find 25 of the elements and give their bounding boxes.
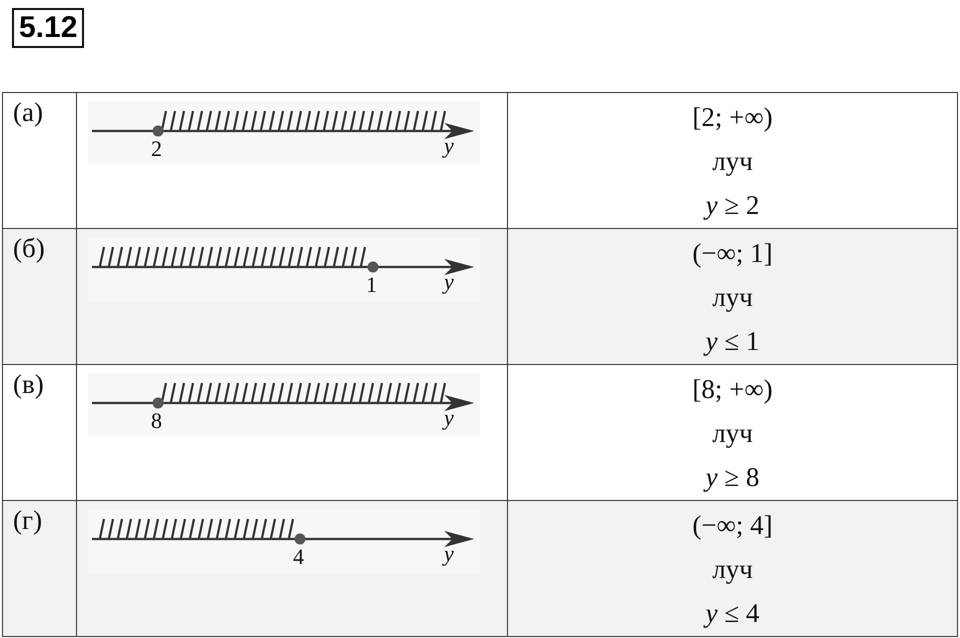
tick-label: 2	[151, 136, 162, 162]
inequality: y ≤ 1	[702, 325, 760, 358]
inequality: y ≥ 8	[702, 461, 760, 494]
row-label: (а)	[13, 97, 43, 128]
row-label: (б)	[13, 233, 45, 264]
axis-label: y	[444, 541, 454, 567]
row-label: (г)	[13, 505, 42, 536]
interval-notation: (−∞; 4]	[691, 509, 774, 542]
title-heading: 5.12	[12, 8, 84, 48]
axis-label: y	[444, 269, 454, 295]
interval-notation: (−∞; 1]	[691, 237, 774, 270]
answer-text: луч	[711, 417, 754, 450]
inequality: y ≤ 4	[702, 597, 760, 630]
answer-text: луч	[711, 145, 754, 178]
row-label: (в)	[13, 369, 44, 400]
tick-label: 8	[151, 408, 162, 434]
answer-text: луч	[711, 281, 754, 314]
answer-text: луч	[711, 553, 754, 586]
tick-label: 1	[366, 272, 377, 298]
axis-label: y	[444, 133, 454, 159]
interval-notation: [8; +∞)	[691, 373, 774, 406]
tick-label: 4	[293, 544, 304, 570]
axis-label: y	[444, 405, 454, 431]
interval-notation: [2; +∞)	[691, 101, 774, 134]
inequality: y ≥ 2	[702, 189, 760, 222]
